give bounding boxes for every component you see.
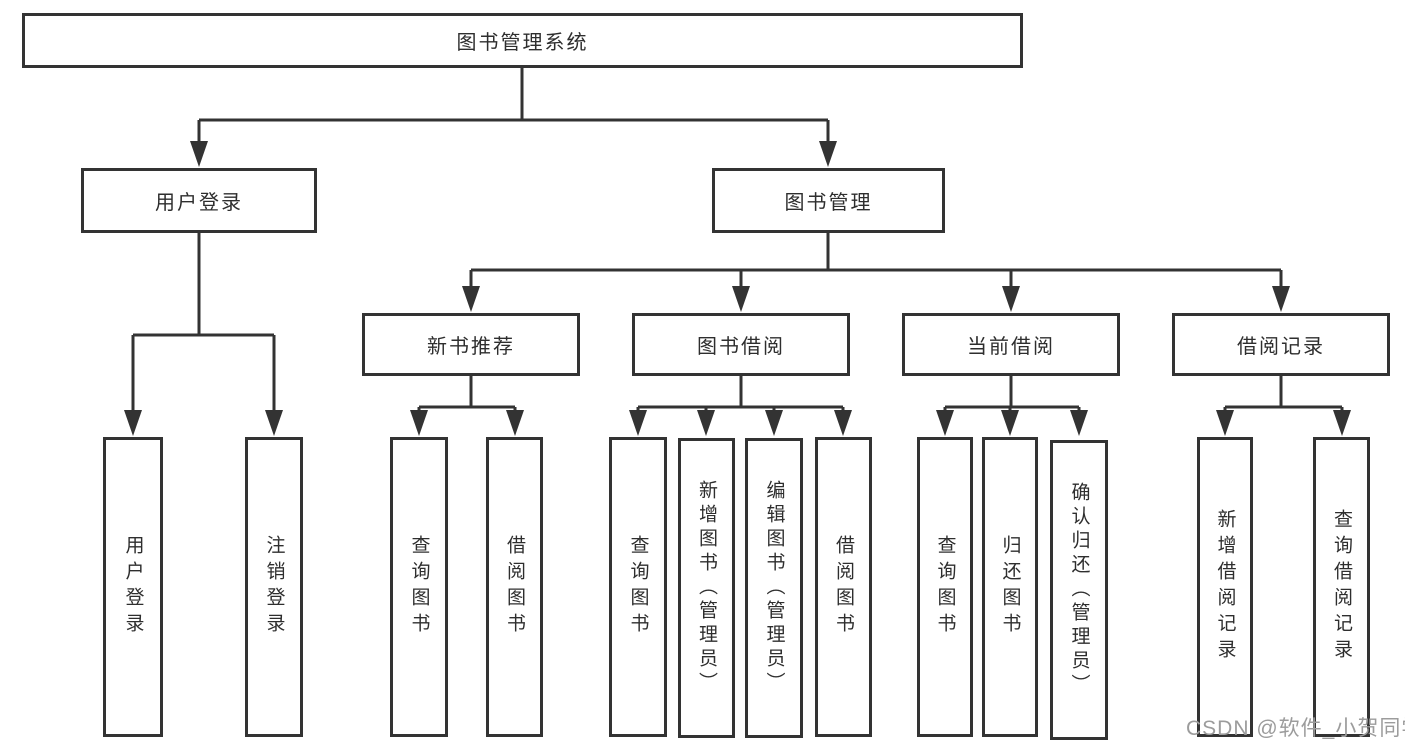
connector-book-management bbox=[462, 233, 1290, 312]
leaf-query-books-3: 查询图书 bbox=[917, 437, 973, 737]
leaf-add-borrow-record: 新增借阅记录 bbox=[1197, 437, 1253, 737]
node-user-login-label: 用户登录 bbox=[155, 192, 243, 214]
node-root-label: 图书管理系统 bbox=[456, 32, 589, 54]
node-user-login: 用户登录 bbox=[81, 168, 317, 233]
leaf-query-books-1: 查询图书 bbox=[390, 437, 448, 737]
connector-user-login bbox=[124, 233, 283, 436]
node-new-books-label: 新书推荐 bbox=[427, 336, 515, 358]
leaf-return-books: 归还图书 bbox=[982, 437, 1038, 737]
leaf-add-books-admin: 新增图书（管理员） bbox=[678, 438, 735, 738]
leaf-borrow-books-1: 借阅图书 bbox=[486, 437, 543, 737]
node-new-books: 新书推荐 bbox=[362, 313, 580, 376]
node-current-borrow: 当前借阅 bbox=[902, 313, 1120, 376]
connector-borrow-records bbox=[1216, 376, 1351, 436]
leaf-confirm-return-admin: 确认归还（管理员） bbox=[1050, 440, 1108, 740]
watermark: CSDN @软件_小贺同学 bbox=[1186, 717, 1405, 740]
node-book-management-label: 图书管理 bbox=[784, 192, 873, 214]
leaf-user-login: 用户登录 bbox=[103, 437, 163, 737]
leaf-query-borrow-record: 查询借阅记录 bbox=[1313, 437, 1370, 737]
node-borrow-records-label: 借阅记录 bbox=[1237, 336, 1325, 358]
connector-root bbox=[190, 68, 837, 167]
node-borrow-records: 借阅记录 bbox=[1172, 313, 1390, 376]
node-book-borrow-label: 图书借阅 bbox=[697, 336, 785, 358]
leaf-query-books-2: 查询图书 bbox=[609, 437, 667, 737]
connector-book-borrow bbox=[629, 376, 852, 436]
connector-current-borrow bbox=[936, 376, 1088, 436]
leaf-edit-books-admin: 编辑图书（管理员） bbox=[745, 438, 803, 738]
connector-new-books bbox=[410, 376, 524, 436]
node-root: 图书管理系统 bbox=[22, 13, 1023, 68]
leaf-borrow-books-2: 借阅图书 bbox=[815, 437, 872, 737]
node-book-borrow: 图书借阅 bbox=[632, 313, 850, 376]
leaf-logout: 注销登录 bbox=[245, 437, 303, 737]
node-current-borrow-label: 当前借阅 bbox=[967, 336, 1055, 358]
node-book-management: 图书管理 bbox=[712, 168, 945, 233]
